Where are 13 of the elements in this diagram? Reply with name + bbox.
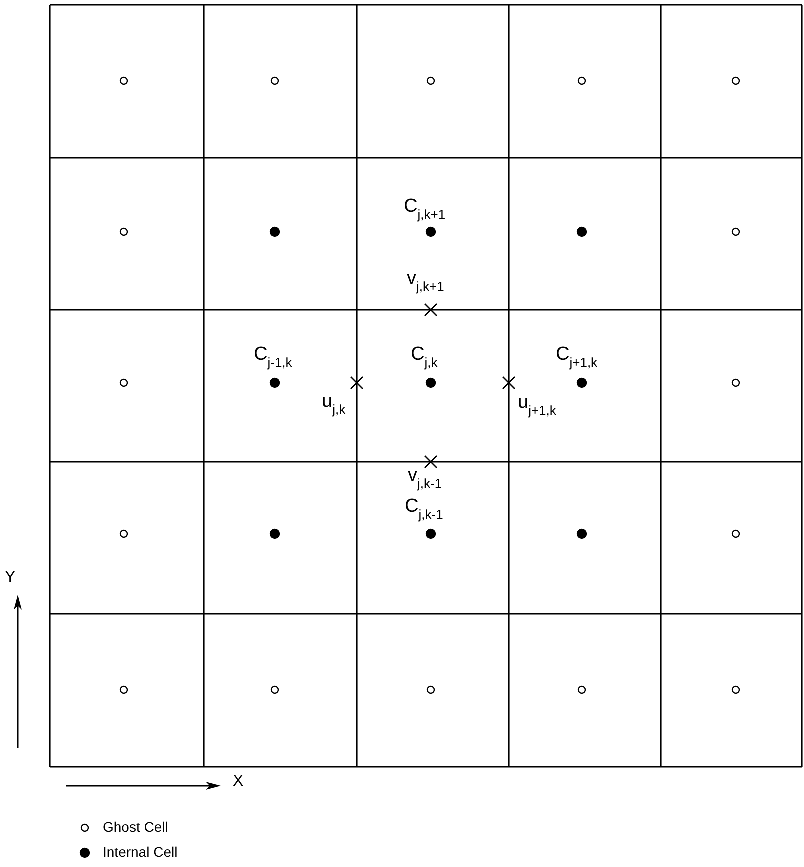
cell-label: C$_{j,k-1}$ [405,497,444,521]
face-label: v$_{j,k-1}$ [408,466,442,490]
legend-text: Internal Cell [103,845,178,859]
cell-label: C$_{j,k+1}$ [404,197,446,221]
axis-label: Y [5,570,16,586]
cell-label: C$_{j-1,k}$ [254,345,292,369]
cell-label: C$_{j,k}$ [411,345,438,369]
face-label: v$_{j,k+1}$ [407,269,444,293]
face-label: u$_{j+1,k}$ [518,393,556,417]
cell-label: C$_{j+1,k}$ [556,345,598,369]
face-label: u$_{j,k}$ [322,392,346,416]
legend-text: Ghost Cell [103,820,168,834]
axis-label: X [233,774,244,790]
